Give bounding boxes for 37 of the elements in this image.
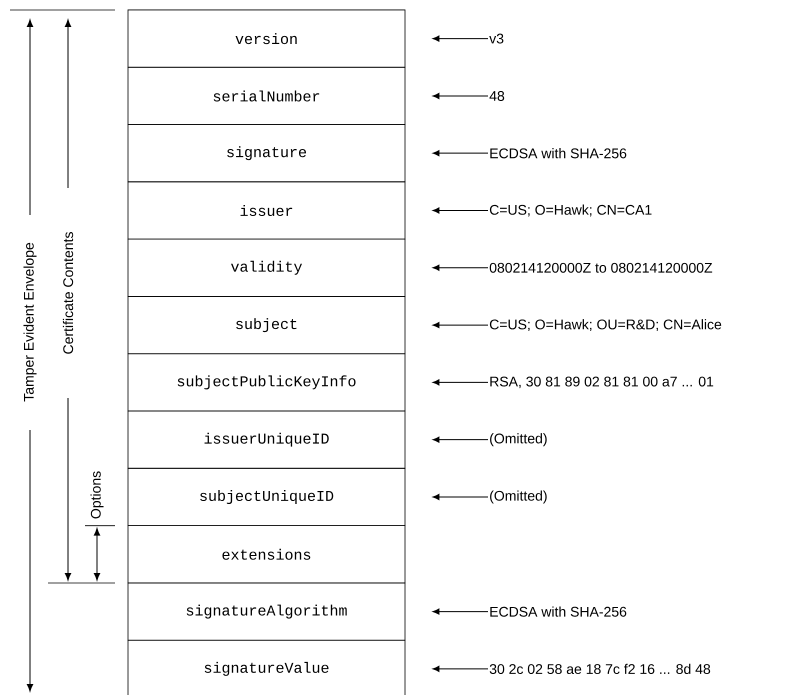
- table-row: subject: [128, 296, 406, 354]
- arrow: [432, 150, 488, 156]
- dimension-label: Certificate Contents: [62, 232, 74, 354]
- value-text: C=US; O=Hawk; OU=R&D; CN=Alice: [490, 319, 722, 332]
- arrow: [432, 36, 488, 42]
- table-row: serialNumber: [128, 66, 406, 126]
- arrow: [432, 436, 488, 443]
- arrow: [432, 207, 488, 214]
- value-text: 080214120000Z to 080214120000Z: [490, 262, 712, 273]
- table-row: extensions: [128, 525, 406, 584]
- value-text: 48: [490, 91, 504, 101]
- value-text: (Omitted): [490, 433, 547, 446]
- value-text: (Omitted): [490, 490, 547, 504]
- dimension-label: Tamper Evident Envelope: [23, 242, 37, 402]
- arrow: [432, 322, 488, 328]
- value-text: ECDSA with SHA-256: [490, 606, 626, 617]
- arrow: [432, 494, 488, 500]
- dimension-label: Options: [90, 471, 104, 518]
- table-row: subjectUniqueID: [128, 468, 406, 526]
- table-row: validity: [128, 238, 406, 297]
- arrow: [432, 608, 488, 615]
- value-text: 30 2c 02 58 ae 18 7c f2 16 ... 8d 48: [490, 664, 710, 674]
- value-text: v3: [489, 34, 504, 44]
- arrow: [432, 666, 488, 672]
- table-row: signatureAlgorithm: [128, 582, 406, 641]
- table-row: issuer: [128, 181, 406, 240]
- value-text: C=US; O=Hawk; CN=CA1: [490, 204, 652, 216]
- arrow: [432, 379, 488, 386]
- table-row: subjectPublicKeyInfo: [128, 353, 406, 412]
- table-row: signature: [128, 124, 406, 182]
- arrow: [432, 264, 488, 271]
- table-row: signatureValue: [128, 640, 406, 695]
- value-text: ECDSA with SHA-256: [490, 148, 626, 158]
- value-text: RSA, 30 81 89 02 81 81 00 a7 ... 01: [490, 376, 714, 388]
- table-row: version: [128, 10, 406, 68]
- table-row: issuerUniqueID: [128, 410, 406, 469]
- arrow: [432, 92, 488, 100]
